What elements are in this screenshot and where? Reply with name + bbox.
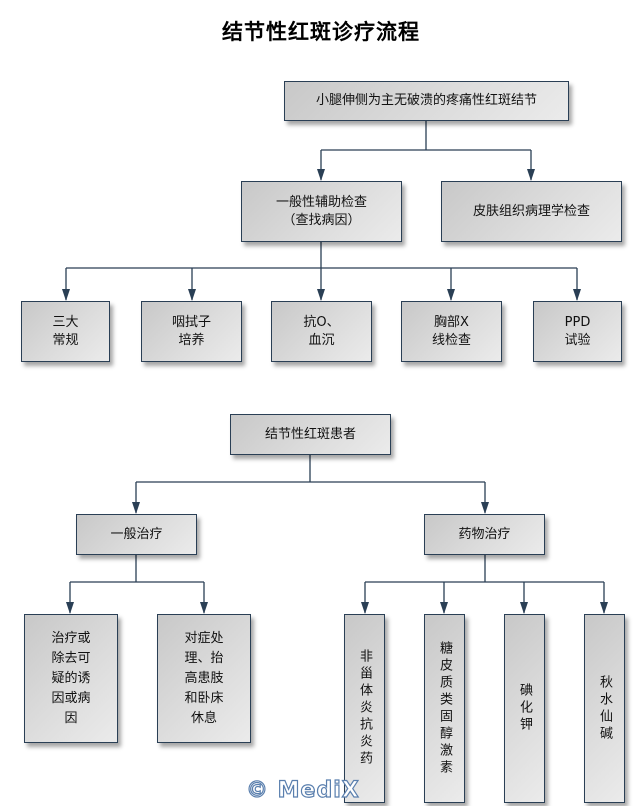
treatment-root-node: 结节性红斑患者 bbox=[230, 414, 391, 455]
general-exam-node: 一般性辅助检查 （查找病因） bbox=[241, 181, 402, 242]
drug-treatment-node: 药物治疗 bbox=[424, 514, 545, 555]
test-node-chest-xray: 胸部X 线检查 bbox=[401, 301, 502, 362]
test-node-throat-swab: 咽拭子 培养 bbox=[141, 301, 242, 362]
test-node-aso-esr: 抗O、 血沉 bbox=[271, 301, 372, 362]
diagnosis-root-node: 小腿伸侧为主无破溃的疼痛性红斑结节 bbox=[284, 81, 569, 121]
general-item-symptomatic: 对症处 理、抬 高患肢 和卧床 休息 bbox=[157, 614, 251, 743]
general-treatment-node: 一般治疗 bbox=[76, 514, 197, 555]
test-node-ppd: PPD 试验 bbox=[533, 301, 622, 362]
drug-item-corticosteroid: 糖皮质类固醇激素 bbox=[424, 614, 465, 803]
page-title: 结节性红斑诊疗流程 bbox=[222, 20, 420, 44]
test-node-routine: 三大 常规 bbox=[21, 301, 110, 362]
general-item-remove-cause: 治疗或 除去可 疑的诱 因或病 因 bbox=[24, 614, 118, 743]
drug-item-nsaid: 非甾体炎抗炎药 bbox=[344, 614, 385, 803]
pathology-exam-node: 皮肤组织病理学检查 bbox=[441, 181, 622, 242]
drug-item-colchicine: 秋水仙碱 bbox=[584, 614, 625, 803]
watermark-logo: © MediX bbox=[245, 777, 360, 803]
drug-item-potassium-iodide: 碘化钾 bbox=[504, 614, 545, 803]
